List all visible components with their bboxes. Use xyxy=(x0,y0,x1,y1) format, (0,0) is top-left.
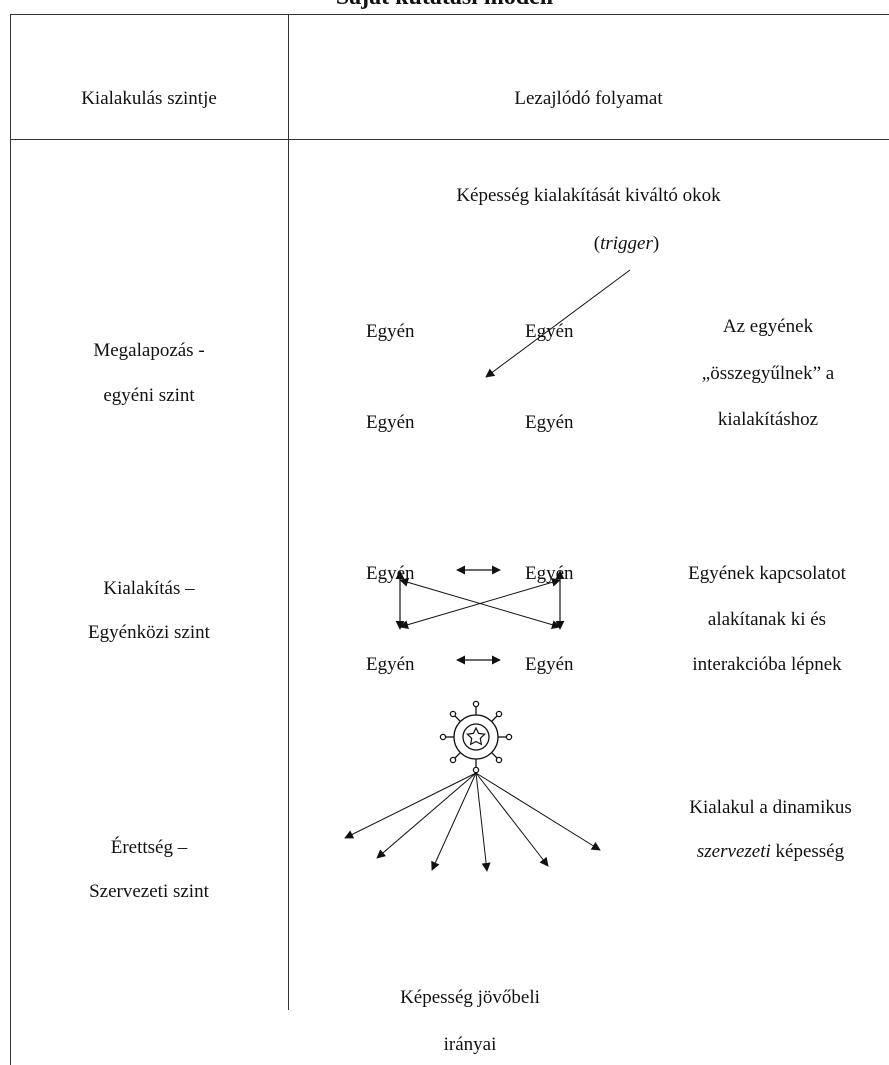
row3-level-line1: Érettség – xyxy=(110,837,188,858)
future-directions-line2: irányai xyxy=(443,1034,497,1055)
row2-level-line1: Kialakítás – xyxy=(103,578,195,599)
trigger-line1: Képesség kialakítását kiváltó okok xyxy=(456,185,721,206)
future-arrow-6 xyxy=(475,772,601,851)
row2-level-line2: Egyénközi szint xyxy=(88,622,210,643)
trigger-line2: (trigger) xyxy=(326,229,889,259)
row1-individual-tl: Egyén xyxy=(366,321,415,342)
row2-desc-line1: Egyének kapcsolatot xyxy=(688,563,846,584)
row1-individual-bl: Egyén xyxy=(366,412,415,433)
trigger-italic: trigger xyxy=(600,233,653,254)
future-arrow-1 xyxy=(344,772,477,839)
row2-desc-line3: interakcióba lépnek xyxy=(692,654,842,675)
row3-level-line2: Szervezeti szint xyxy=(89,881,209,902)
row2-individual-br: Egyén xyxy=(525,654,574,675)
table-top-border xyxy=(10,14,889,15)
row3-desc-line2: szervezeti képesség xyxy=(652,837,889,867)
future-arrow-3 xyxy=(431,772,477,871)
trigger-arrow xyxy=(485,269,631,378)
trigger-close-paren: ) xyxy=(652,233,660,254)
future-direction-arrows xyxy=(344,772,601,872)
star-hub-icon xyxy=(439,700,513,774)
row3-desc-line1: Kialakul a dinamikus xyxy=(689,797,852,818)
trigger-open-paren: ( xyxy=(593,233,601,254)
header-divider xyxy=(10,139,889,140)
future-arrow-5 xyxy=(475,772,549,867)
row1-individual-br: Egyén xyxy=(525,412,574,433)
future-arrow-2 xyxy=(376,772,477,859)
future-arrow-4 xyxy=(475,772,491,872)
column-divider xyxy=(288,14,289,1010)
row1-desc-line3: kialakításhoz xyxy=(717,409,819,430)
row1-individual-tr: Egyén xyxy=(525,321,574,342)
row2-individual-bl: Egyén xyxy=(366,654,415,675)
row1-level-line1: Megalapozás - xyxy=(93,340,205,361)
row1-desc-line2: „összegyűlnek” a xyxy=(701,363,835,384)
row3-desc-rest: képesség xyxy=(770,841,845,862)
figure-title: Saját kutatási modell xyxy=(0,0,889,11)
row3-desc-italic: szervezeti xyxy=(696,841,771,862)
row1-level-line2: egyéni szint xyxy=(103,385,195,406)
header-process: Lezajlódó folyamat xyxy=(514,88,663,109)
row2-cross-arrow-b xyxy=(399,577,561,630)
header-level: Kialakulás szintje xyxy=(81,88,217,109)
row2-desc-line2: alakítanak ki és xyxy=(707,609,827,630)
table-left-border xyxy=(10,14,11,1065)
row1-desc-line1: Az egyének xyxy=(722,316,814,337)
future-directions-line1: Képesség jövőbeli xyxy=(400,987,540,1008)
